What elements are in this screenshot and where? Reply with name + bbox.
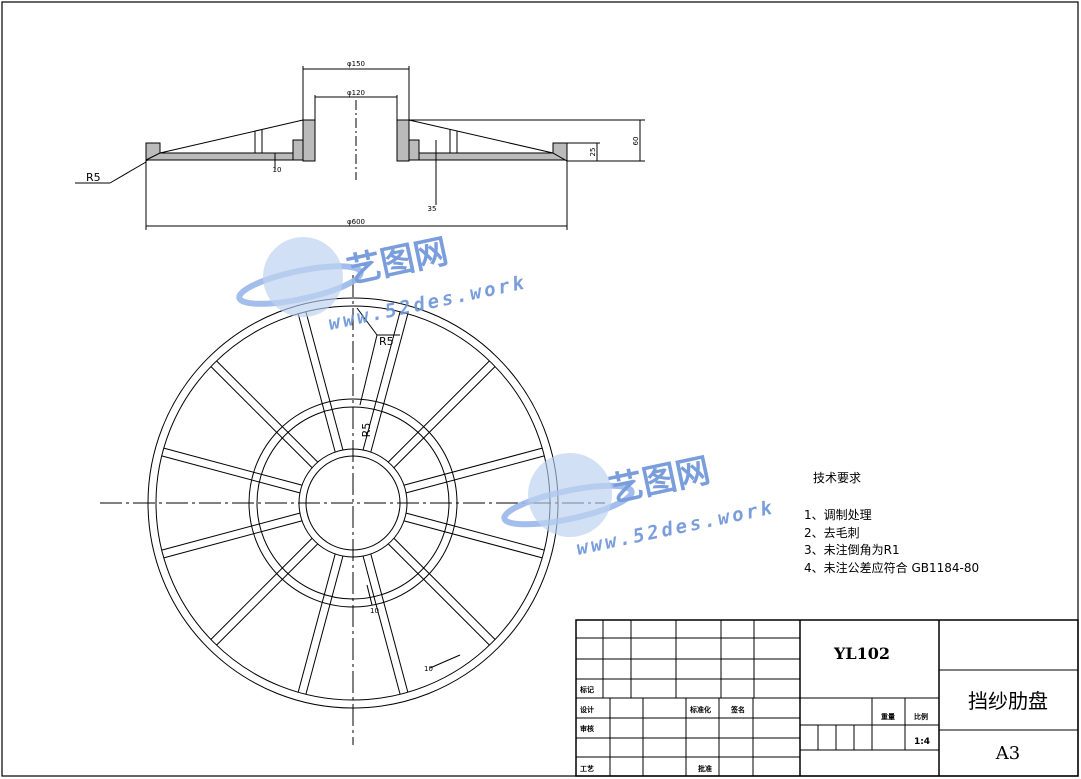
radius-label-top-inner: R5 [360, 423, 373, 438]
top-view [100, 275, 605, 745]
rib-10-edge-1 [388, 360, 490, 463]
rib-8-edge-1 [297, 313, 336, 453]
section-right-web [418, 152, 568, 161]
section-view [75, 66, 645, 230]
rib-4-edge-1 [216, 543, 318, 646]
rib-3-edge-1 [305, 556, 344, 695]
radial-ribs [161, 311, 545, 695]
approve-label: 批准 [698, 764, 712, 773]
section-right-hub [396, 119, 410, 162]
dim-inner-hub: φ120 [347, 89, 365, 97]
note-item-1: 1、调制处理 [804, 508, 872, 522]
process-label: 工艺 [580, 764, 594, 773]
rib-5-edge-1 [163, 520, 303, 559]
part-name: 挡纱肋盘 [968, 689, 1048, 713]
dim-overall: φ600 [347, 218, 365, 226]
weight-label: 重量 [881, 712, 895, 721]
note-item-3: 3、未注倒角为R1 [804, 542, 900, 557]
section-rib-right [408, 119, 554, 154]
watermark-title-top: 艺图网 [344, 231, 452, 291]
sheet-size: A3 [995, 743, 1020, 764]
standardize-label: 标准化 [689, 705, 711, 714]
rib-5-edge-0 [161, 512, 300, 551]
section-left-hub [302, 119, 316, 162]
section-right-hub-inner [408, 139, 420, 161]
rib-4-edge-0 [210, 538, 313, 640]
rib-3-edge-0 [297, 553, 336, 693]
notes-heading: 技术要求 [813, 471, 861, 485]
radius-label-top-outer: R5 [379, 335, 394, 348]
rib-7-edge-1 [210, 366, 313, 468]
rib-1-edge-1 [393, 538, 496, 640]
mark-label: 标记 [579, 685, 594, 694]
rib-11-edge-1 [403, 447, 543, 486]
sign-label: 签名 [730, 705, 745, 714]
rib-width-1: 10 [370, 607, 379, 615]
scale-label: 比例 [914, 712, 928, 721]
rib-7-edge-0 [216, 360, 318, 463]
watermark-middle: 艺图网 www.52des.work [501, 450, 777, 560]
dim-height-total: 60 [632, 137, 640, 146]
note-item-2: 2、去毛刺 [804, 526, 860, 540]
rib-8-edge-0 [305, 311, 344, 450]
rib-width-2: 10 [424, 665, 433, 673]
radius-label-section: R5 [86, 171, 101, 184]
dim-outer-hub: φ150 [347, 60, 365, 68]
section-left-hub-inner [292, 139, 304, 161]
note-item-4: 4、未注公差应符合 GB1184-80 [804, 560, 979, 575]
rib-11-edge-0 [406, 455, 545, 494]
rib-10-edge-0 [393, 366, 496, 468]
rib-2-edge-0 [362, 556, 401, 695]
title-block [575, 619, 1079, 777]
review-label: 审核 [580, 724, 594, 733]
rib-6-edge-0 [163, 447, 303, 486]
rib-0-edge-1 [406, 512, 545, 551]
drawing-number: YL102 [833, 644, 890, 663]
dim-rib-section: 10 [273, 166, 282, 174]
design-label: 设计 [580, 705, 594, 714]
watermark-title-middle: 艺图网 [606, 450, 714, 510]
rib-6-edge-1 [161, 455, 300, 494]
rib-0-edge-0 [403, 520, 543, 559]
scale-value: 1:4 [914, 737, 930, 747]
dim-depth: 35 [428, 205, 437, 213]
section-left-web [145, 152, 294, 161]
rib-2-edge-1 [370, 553, 409, 693]
rib-9-edge-0 [370, 313, 409, 453]
dim-height-flange: 25 [589, 148, 597, 157]
rib-1-edge-0 [388, 543, 490, 646]
section-rib-left [159, 119, 304, 154]
